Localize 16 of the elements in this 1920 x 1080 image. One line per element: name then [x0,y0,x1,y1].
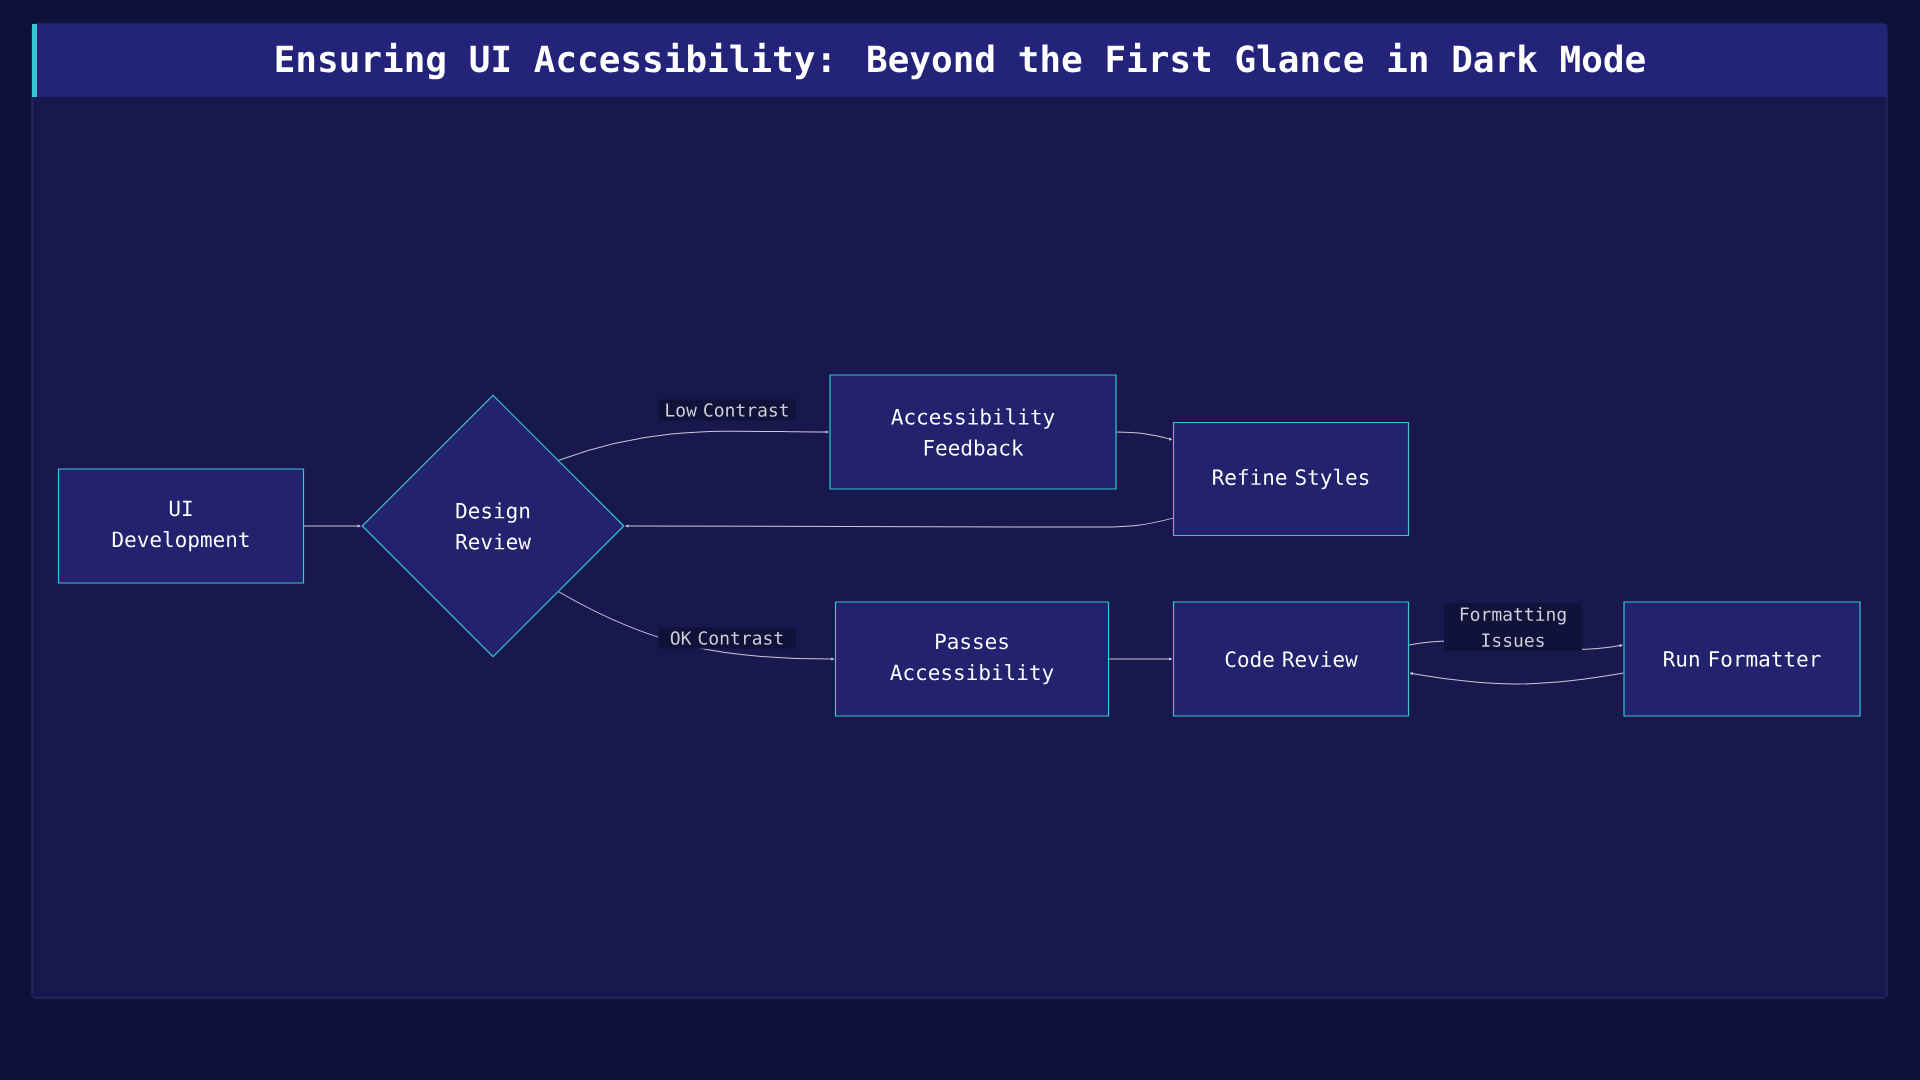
process-box: Code Review [1172,601,1410,717]
arrow [1116,431,1173,441]
edge-label: Low Contrast [658,399,796,421]
edge-label: Formatting Issues [1444,603,1582,651]
arrow [558,430,829,461]
process-box: Run Formatter [1623,601,1861,717]
edge-label: OK Contrast [658,627,796,649]
process-box: Passes Accessibility [834,601,1110,717]
process-box: Refine Styles [1172,421,1410,537]
arrow [303,524,361,528]
arrow [1409,672,1624,685]
arrow [625,517,1174,528]
process-box: UI Development [57,468,305,584]
arrow [1108,657,1173,661]
process-box: Accessibility Feedback [829,374,1117,490]
title: Ensuring UI Accessibility: Beyond the First Glance in Dark Mode [276,42,1645,80]
